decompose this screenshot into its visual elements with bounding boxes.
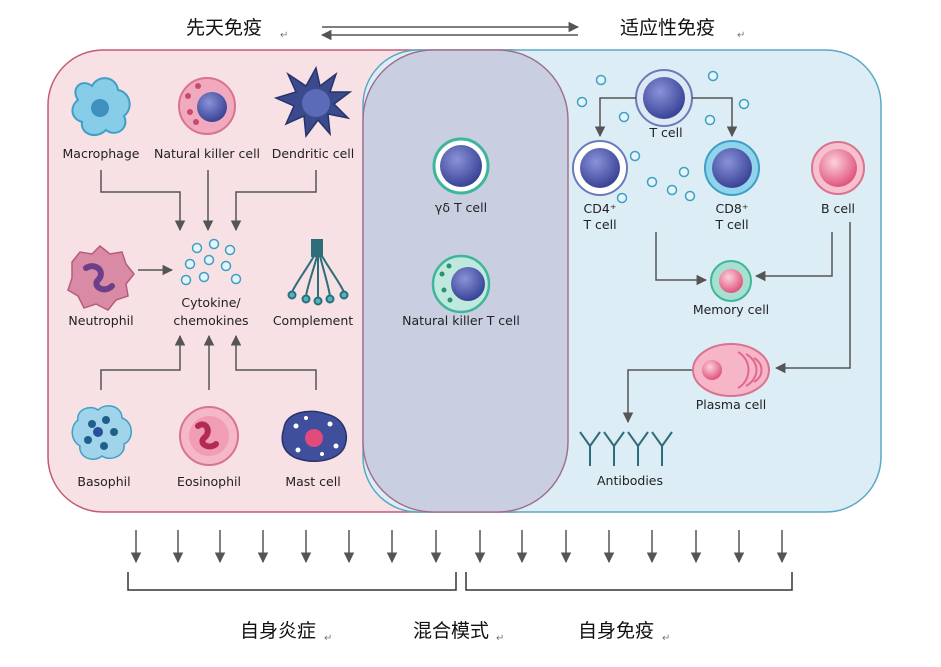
cd4-label-2: T cell — [582, 217, 616, 232]
complement-label: Complement — [273, 313, 353, 328]
neutrophil-label: Neutrophil — [68, 313, 133, 328]
t-cell-icon — [635, 69, 693, 127]
return-mark-4: ↵ — [496, 633, 504, 644]
basophil-icon — [71, 405, 132, 460]
complement-icon — [287, 239, 349, 306]
innate-title: 先天免疫 — [186, 17, 262, 39]
bracket-left — [127, 572, 457, 591]
adaptive-title: 适应性免疫 — [620, 17, 715, 39]
adaptive-dots — [576, 70, 750, 204]
autoimmunity-label: 自身免疫 — [578, 620, 654, 642]
b-cell-icon — [811, 141, 865, 195]
mixed-label: 混合模式 — [413, 620, 489, 642]
cd4-label-1: CD4⁺ — [584, 201, 617, 216]
cytokine-label-2: chemokines — [173, 313, 248, 328]
nkt-cell-label: Natural killer T cell — [402, 313, 520, 328]
return-mark-2: ↵ — [737, 30, 745, 41]
plasma-cell-icon — [692, 343, 770, 397]
cd8-label-1: CD8⁺ — [716, 201, 749, 216]
cd4-t-cell-icon — [572, 140, 628, 196]
memory-cell-icon — [710, 260, 752, 302]
return-mark-1: ↵ — [280, 30, 288, 41]
antibodies-icon — [579, 431, 673, 466]
memory-cell-label: Memory cell — [693, 302, 769, 317]
autoinflammation-label: 自身炎症 — [240, 620, 316, 642]
cd8-label-2: T cell — [714, 217, 748, 232]
innate-arrows — [100, 170, 317, 390]
return-mark-5: ↵ — [662, 633, 670, 644]
dendritic-cell-label: Dendritic cell — [272, 146, 355, 161]
cytokine-label-1: Cytokine/ — [181, 295, 241, 310]
cytokine-dots — [180, 238, 242, 286]
gd-t-cell-label: γδ T cell — [435, 200, 487, 215]
plasma-cell-label: Plasma cell — [696, 397, 767, 412]
nkt-cell-icon — [431, 254, 491, 314]
dendritic-cell-icon — [273, 65, 353, 138]
down-arrows — [130, 530, 788, 564]
cd8-t-cell-icon — [704, 140, 760, 196]
mast-cell-label: Mast cell — [285, 474, 340, 489]
bracket-right — [465, 572, 793, 591]
antibodies-label: Antibodies — [597, 473, 663, 488]
neutrophil-icon — [67, 244, 135, 311]
mast-cell-icon — [281, 410, 347, 462]
macrophage-icon — [71, 77, 131, 137]
gd-t-cell-icon — [432, 137, 490, 195]
nk-cell-icon — [178, 77, 236, 135]
adaptive-arrows — [594, 97, 851, 424]
b-cell-label: B cell — [821, 201, 855, 216]
eosinophil-icon — [179, 406, 239, 466]
return-mark-3: ↵ — [324, 633, 332, 644]
basophil-label: Basophil — [77, 474, 130, 489]
nk-cell-label: Natural killer cell — [154, 146, 260, 161]
eosinophil-label: Eosinophil — [177, 474, 241, 489]
t-cell-label: T cell — [648, 125, 682, 140]
macrophage-label: Macrophage — [63, 146, 140, 161]
